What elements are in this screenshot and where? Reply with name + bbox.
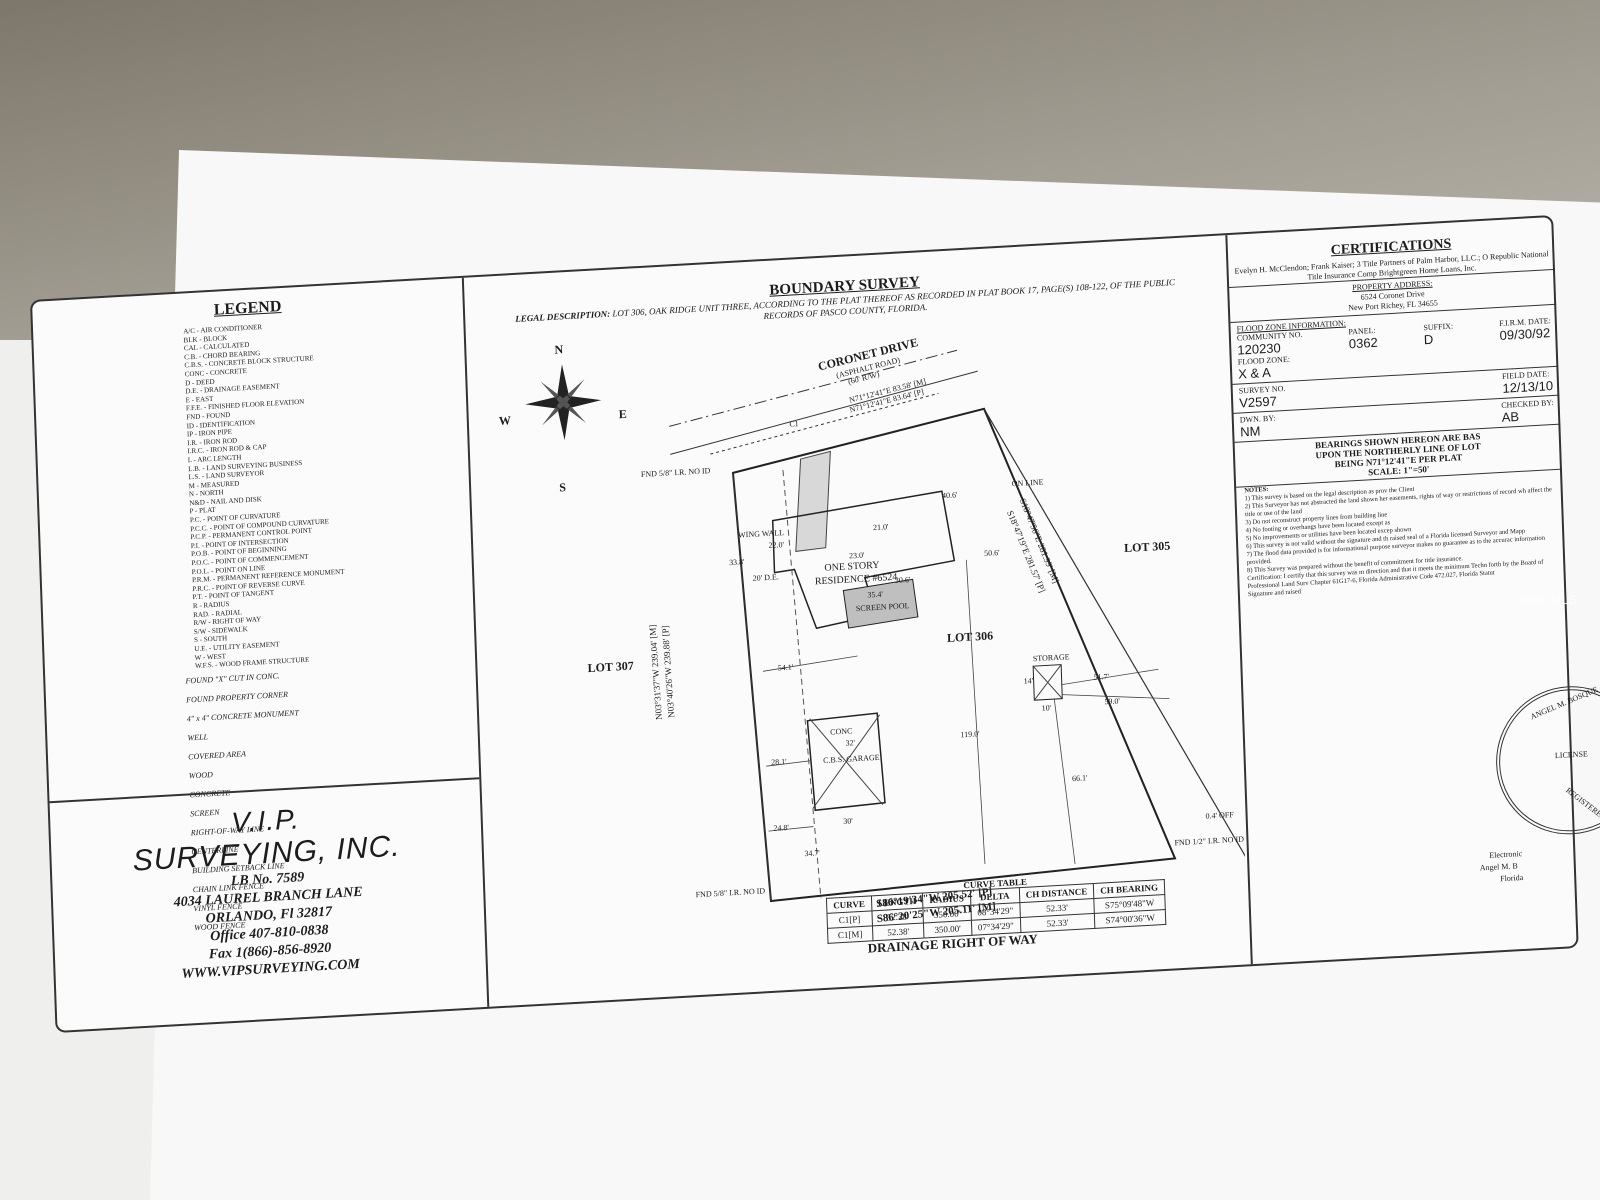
firm-value: 09/30/92 — [1499, 325, 1551, 343]
dim-d5: 23.0' — [848, 550, 865, 561]
curve-c1-label: C1 — [789, 419, 799, 429]
suffix-label: SUFFIX: — [1423, 321, 1454, 333]
survey-no-value: V2597 — [1238, 393, 1278, 411]
watermark: Stellar MLS — [1510, 592, 1578, 607]
dim-d16: 59.0' — [1104, 696, 1121, 707]
garage-footprint — [806, 712, 886, 812]
curve-table-cell: 07°34'29" — [971, 917, 1021, 936]
dim-d13: 34.7' — [804, 848, 820, 859]
seal-name: ANGEL M. BOSQUE — [1529, 684, 1600, 722]
surveyor-seal: ANGEL M. BOSQUE LICENSE REGISTERED — [1493, 682, 1600, 839]
on-line-label: ON LINE — [1011, 477, 1044, 489]
dim-d9: 54.1' — [777, 662, 794, 673]
suffix-value: D — [1423, 331, 1434, 348]
compass-east: E — [618, 406, 628, 422]
storage-shed — [1032, 664, 1063, 701]
survey-drawing — [525, 349, 1248, 903]
garage-conc-north: CONC — [829, 726, 853, 737]
dim-d19: 14' — [1023, 676, 1034, 686]
electronic-line1: Electronic — [1489, 849, 1523, 860]
lot-306-label: LOT 306 — [946, 628, 994, 645]
panel-value: 0362 — [1348, 334, 1379, 352]
electronic-line2: Angel M. B — [1479, 861, 1518, 873]
dim-d2: 22.0' — [768, 540, 785, 550]
drawn-by-value: NM — [1239, 423, 1261, 440]
dim-d12: 24.8' — [773, 822, 790, 833]
compass-north: N — [554, 342, 564, 357]
dim-d7: 50.6' — [983, 548, 1000, 558]
lot-307-label: LOT 307 — [587, 658, 634, 676]
survey-panel: BOUNDARY SURVEY LEGAL DESCRIPTION: LOT 3… — [464, 235, 1249, 1006]
dim-d10: 28.1' — [770, 757, 787, 767]
dim-d17: 66.1' — [1071, 773, 1088, 784]
seal-license: LICENSE — [1554, 749, 1588, 761]
dim-d3: 21.0' — [872, 522, 889, 533]
drainage-easement-label: 20' D.E. — [752, 572, 779, 583]
dim-d8: 35.4' — [867, 589, 884, 600]
compass-south: S — [559, 480, 567, 495]
dim-d11: 32' — [845, 738, 856, 748]
curve-table-cell: 350.00' — [923, 920, 972, 938]
electronic-line3: Florida — [1500, 872, 1524, 884]
seal-registered: REGISTERED — [1564, 785, 1600, 823]
screen-pool — [842, 578, 919, 629]
compass-west: W — [498, 413, 512, 428]
curve-table-cell: 52.38' — [872, 922, 925, 941]
dim-d15: 51.7' — [1093, 671, 1110, 682]
certifications-panel: CERTIFICATIONS Evelyn H. McClendon; Fran… — [1225, 216, 1600, 965]
dim-d6: 30.6' — [894, 575, 911, 585]
field-date-value: 12/13/10 — [1502, 378, 1554, 396]
dim-d4: 40.6' — [941, 490, 958, 501]
curve-table-cell: C1[M] — [827, 925, 873, 944]
driveway — [795, 450, 831, 552]
dim-d18: 30' — [843, 816, 853, 826]
compass-rose-icon — [525, 364, 602, 441]
company-block: V.I.P. SURVEYING, INC. LB No. 7589 4034 … — [49, 777, 488, 1033]
checked-by-value: AB — [1501, 408, 1520, 425]
lot-306-boundary — [731, 407, 1177, 903]
lot-305-label: LOT 305 — [1123, 538, 1171, 556]
dim-d1: 33.8' — [728, 557, 745, 568]
dim-d20: 10' — [1041, 703, 1052, 713]
off-label: 0.4' OFF — [1205, 810, 1234, 821]
dim-d14: 119.0' — [960, 729, 980, 740]
